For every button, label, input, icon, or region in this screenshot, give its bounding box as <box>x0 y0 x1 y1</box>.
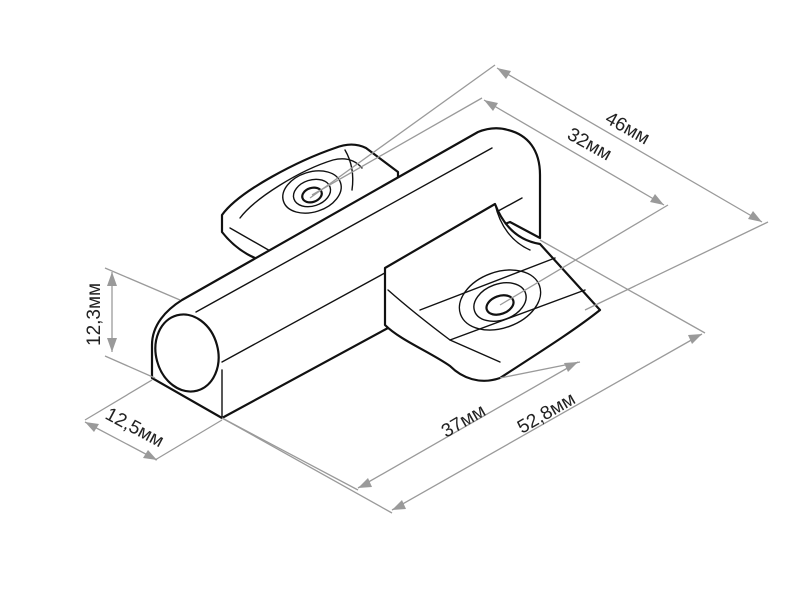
front-mounting-plate <box>383 202 602 382</box>
cylinder-body <box>150 127 542 420</box>
dim-12-3-label: 12,3мм <box>84 283 105 346</box>
dim-52-8-label: 52,8мм <box>514 389 579 439</box>
dim-12-5-label: 12,5мм <box>102 404 168 452</box>
dim-37-label: 37мм <box>438 401 489 443</box>
dimension-12-3: 12,3мм <box>84 267 181 379</box>
dim-32-label: 32мм <box>564 124 616 165</box>
